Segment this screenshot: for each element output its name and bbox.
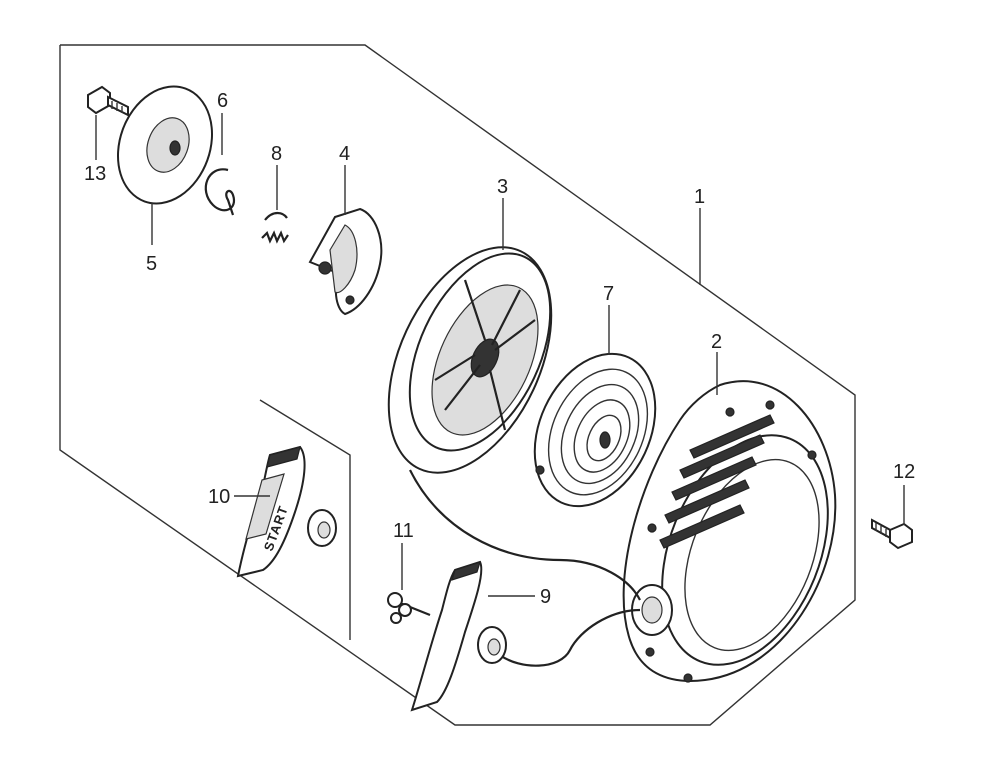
callout-2: 2 (711, 331, 722, 353)
callout-3: 3 (497, 176, 508, 198)
assembly-boundary (59, 44, 856, 726)
starter-grip-part-9 (399, 560, 507, 712)
callout-11: 11 (393, 520, 414, 542)
starter-case-part-2 (622, 380, 837, 683)
callout-4: 4 (339, 143, 350, 165)
rope-knot-part-11 (387, 592, 412, 624)
recoil-spring-part-7 (533, 352, 657, 508)
callout-13: 13 (84, 163, 106, 185)
ratchet-pawl-part-4 (308, 207, 383, 316)
callout-9: 9 (540, 586, 551, 608)
starter-rope (409, 469, 641, 667)
leader-lines (95, 113, 905, 597)
reel-part-3 (387, 246, 553, 474)
bolt-part-13 (87, 85, 129, 117)
friction-plate-part-5 (116, 85, 214, 205)
callout-6: 6 (217, 90, 228, 112)
callout-10: 10 (208, 486, 230, 508)
callout-numbers: 1 2 3 4 5 6 7 8 9 10 11 12 13 (84, 90, 915, 608)
callout-7: 7 (603, 283, 614, 305)
callout-1: 1 (694, 186, 705, 208)
callout-12: 12 (893, 461, 915, 483)
coil-spring-part-8 (261, 211, 289, 244)
callout-8: 8 (271, 143, 282, 165)
grip-part-10: START (236, 445, 337, 578)
spring-clip-part-6 (204, 168, 236, 216)
bolt-part-12 (871, 518, 913, 550)
callout-5: 5 (146, 253, 157, 275)
